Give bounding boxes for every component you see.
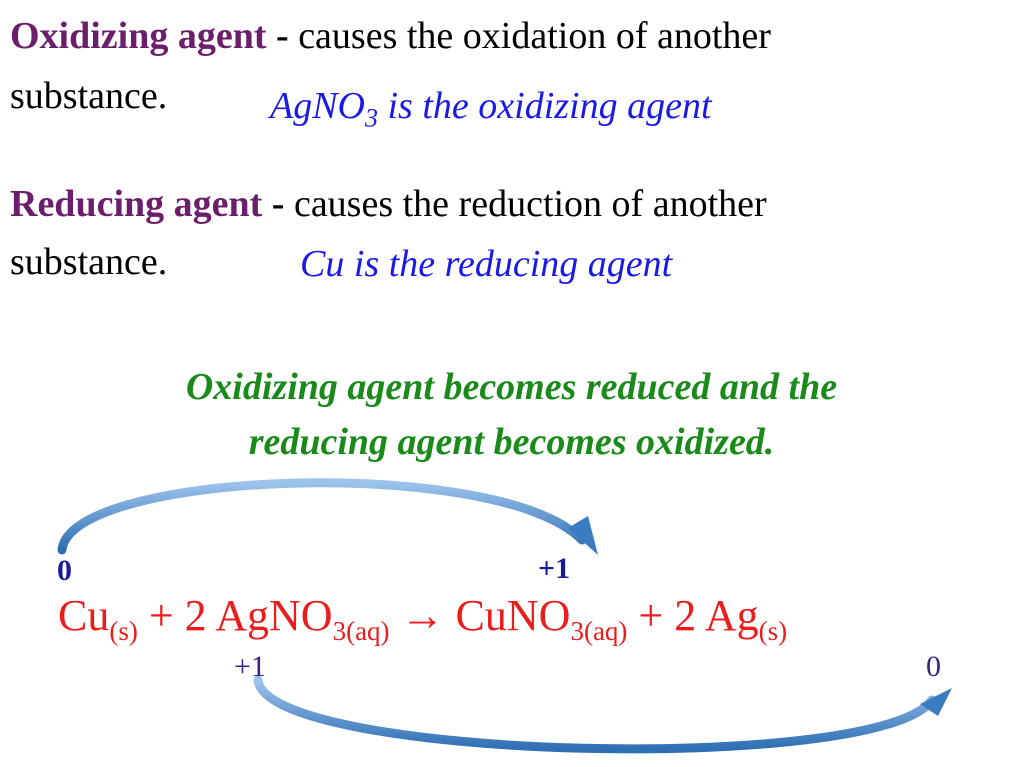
oxidizing-dash: -: [266, 15, 299, 57]
eq-cu-state: (s): [109, 615, 138, 646]
oxidizing-agent-term: Oxidizing agent: [10, 15, 267, 57]
summary-line1: Oxidizing agent becomes reduced and the: [185, 366, 838, 408]
eq-plus-ag: + 2 Ag: [627, 591, 759, 640]
eq-ag-state: (s): [758, 615, 788, 646]
eq-agno3-subscript: 3(aq): [332, 615, 390, 646]
summary-line2: reducing agent becomes oxidized.: [248, 421, 775, 464]
lower-arc-arrow: [253, 675, 952, 754]
reducing-agent-term: Reducing agent: [10, 183, 263, 225]
cu-oxidation-state-after: +1: [538, 552, 571, 585]
reducing-agent-definition: Reducing agent - causes the reduction of…: [10, 183, 767, 226]
oxidizing-definition-line2: substance.: [10, 75, 168, 117]
redox-equation: Cu(s) + 2 AgNO3(aq) → CuNO3(aq) + 2 Ag(s…: [58, 590, 787, 647]
note-agno-prefix: AgNO: [270, 85, 365, 127]
ag-oxidation-state-before: +1: [234, 650, 266, 683]
note-agno-subscript: 3: [365, 103, 378, 133]
reducing-agent-note: Cu is the reducing agent: [300, 243, 673, 285]
oxidizing-agent-note: AgNO3 is the oxidizing agent: [270, 84, 712, 134]
note-agno-suffix: is the oxidizing agent: [378, 85, 712, 127]
upper-arc-arrow: [57, 478, 598, 555]
reducing-dash: -: [262, 183, 294, 225]
eq-cu: Cu: [58, 591, 110, 640]
eq-arrow-cuno3: → CuNO: [389, 591, 571, 640]
reducing-definition-line1: causes the reduction of another: [293, 183, 767, 225]
reducing-definition-line2: substance.: [10, 241, 168, 283]
cu-oxidation-state-before: 0: [57, 554, 72, 587]
oxidizing-agent-definition: Oxidizing agent - causes the oxidation o…: [10, 15, 771, 58]
eq-cuno3-subscript: 3(aq): [570, 615, 628, 646]
summary-statement: Oxidizing agent becomes reduced and the …: [0, 360, 1023, 470]
oxidizing-definition-line1: causes the oxidation of another: [298, 15, 771, 57]
eq-plus-agno3: + 2 AgNO: [137, 591, 333, 640]
ag-oxidation-state-after: 0: [926, 650, 941, 683]
